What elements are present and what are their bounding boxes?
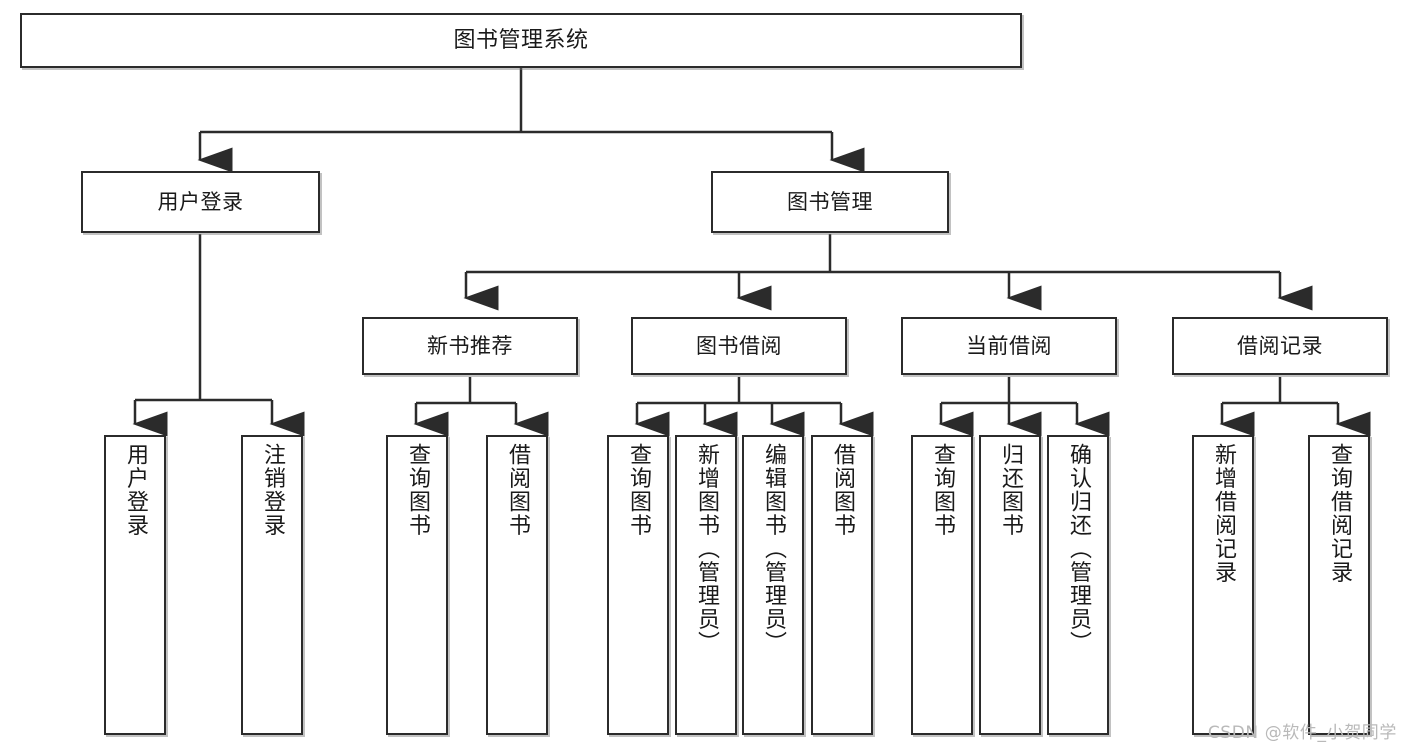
leaf-borrow-book[interactable]: 借阅图书 [811,435,873,735]
node-root-system[interactable]: 图书管理系统 [20,13,1022,68]
node-label: 归还图书 [997,443,1023,537]
node-label: 借阅记录 [1237,333,1323,358]
node-label: 查询图书 [929,443,955,537]
node-label: 编辑图书（管理员） [760,443,786,655]
node-label: 新增图书（管理员） [693,443,719,655]
node-label: 图书借阅 [696,333,782,358]
node-label: 新书推荐 [427,333,513,358]
node-user-login[interactable]: 用户登录 [81,171,320,233]
node-book-borrow[interactable]: 图书借阅 [631,317,847,375]
leaf-query-book-borrow[interactable]: 查询图书 [607,435,669,735]
leaf-borrow-book-recommend[interactable]: 借阅图书 [486,435,548,735]
node-book-management[interactable]: 图书管理 [711,171,949,233]
node-label: 用户登录 [122,443,148,537]
node-label: 图书管理系统 [453,27,589,53]
node-new-book-recommend[interactable]: 新书推荐 [362,317,578,375]
leaf-query-book-current[interactable]: 查询图书 [911,435,973,735]
node-label: 当前借阅 [966,333,1052,358]
leaf-logout[interactable]: 注销登录 [241,435,303,735]
leaf-query-borrow-record[interactable]: 查询借阅记录 [1308,435,1370,735]
leaf-user-login[interactable]: 用户登录 [104,435,166,735]
node-label: 查询图书 [404,443,430,537]
node-label: 借阅图书 [504,443,530,537]
node-label: 用户登录 [157,189,244,214]
leaf-add-book-admin[interactable]: 新增图书（管理员） [675,435,737,735]
node-label: 查询借阅记录 [1326,443,1352,584]
leaf-add-borrow-record[interactable]: 新增借阅记录 [1192,435,1254,735]
leaf-edit-book-admin[interactable]: 编辑图书（管理员） [742,435,804,735]
node-label: 新增借阅记录 [1210,443,1236,584]
node-label: 查询图书 [625,443,651,537]
node-current-borrow[interactable]: 当前借阅 [901,317,1117,375]
node-label: 图书管理 [787,189,873,214]
leaf-return-book[interactable]: 归还图书 [979,435,1041,735]
csdn-watermark: CSDN @软件_小贺同学 [1207,723,1397,743]
leaf-confirm-return-admin[interactable]: 确认归还（管理员） [1047,435,1109,735]
node-label: 确认归还（管理员） [1065,443,1091,655]
leaf-query-book-recommend[interactable]: 查询图书 [386,435,448,735]
node-label: 借阅图书 [829,443,855,537]
node-label: 注销登录 [259,443,285,537]
node-borrow-record[interactable]: 借阅记录 [1172,317,1388,375]
